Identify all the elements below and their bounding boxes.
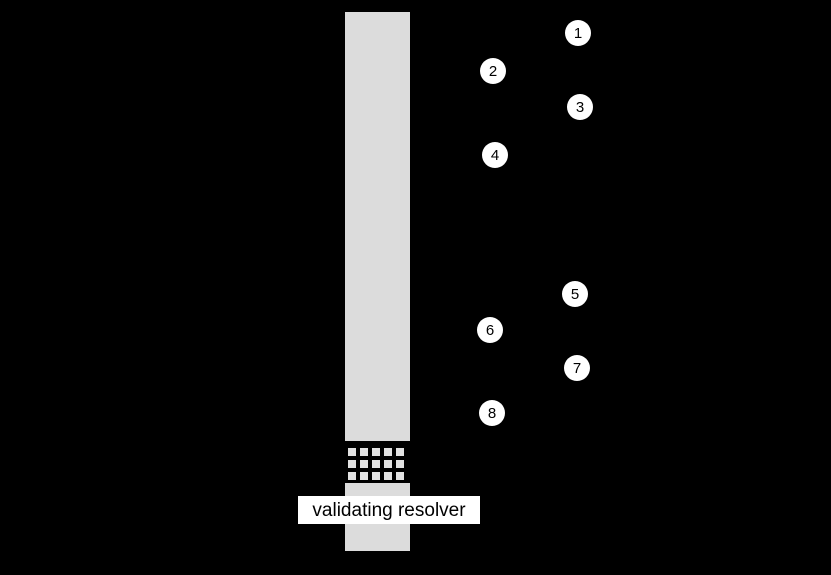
step-marker-4: 4 — [482, 142, 508, 168]
step-marker-1: 1 — [565, 20, 591, 46]
step-marker-2: 2 — [480, 58, 506, 84]
dnssec-activation-grid-block — [345, 441, 410, 483]
step-marker-3: 3 — [567, 94, 593, 120]
resolver-label-text: validating resolver — [312, 499, 466, 521]
step-marker-5: 5 — [562, 281, 588, 307]
resolver-label: validating resolver — [298, 496, 480, 524]
step-marker-8: 8 — [479, 400, 505, 426]
step-marker-7: 7 — [564, 355, 590, 381]
step-marker-6: 6 — [477, 317, 503, 343]
